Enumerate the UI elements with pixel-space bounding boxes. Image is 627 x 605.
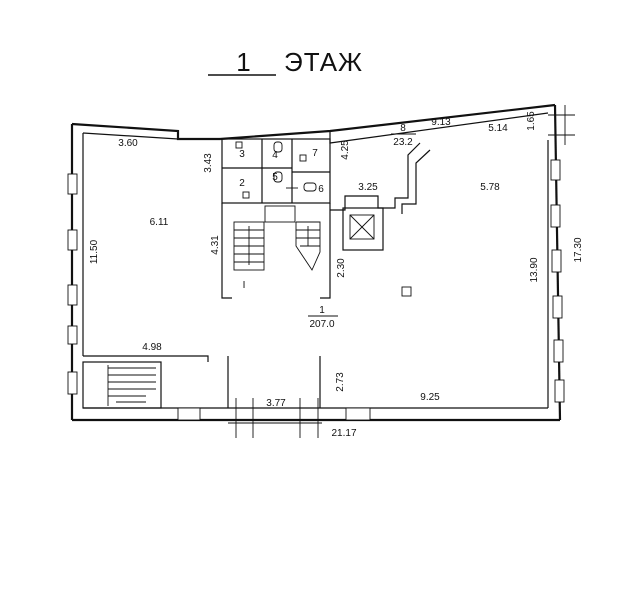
dim-bottom-left-width: 4.98 bbox=[142, 342, 162, 353]
dim-bottom-right-width: 9.25 bbox=[420, 392, 440, 403]
room-1-area: 207.0 bbox=[309, 319, 334, 330]
elevator-cross bbox=[349, 214, 375, 240]
room-1-number: 1 bbox=[319, 305, 325, 316]
window bbox=[177, 407, 201, 421]
room-2-label: 2 bbox=[239, 178, 245, 189]
stair-flight-right bbox=[295, 221, 321, 271]
dim-right-stub: 1.65 bbox=[526, 111, 537, 131]
stair-wall bbox=[221, 203, 232, 299]
dim-lobby-width: 3.25 bbox=[358, 182, 378, 193]
dim-left-outer: 11.50 bbox=[89, 239, 100, 264]
elevator-area bbox=[330, 142, 431, 297]
toilet-icon bbox=[273, 141, 283, 153]
dim-wc-height: 3.43 bbox=[203, 153, 214, 173]
toilet-icon bbox=[303, 182, 317, 192]
dim-top-left-wall: 3.60 bbox=[118, 138, 138, 149]
stair-room-wall bbox=[83, 355, 209, 362]
room-8-area: 23.2 bbox=[393, 137, 413, 148]
dim-corridor-height: 4.25 bbox=[340, 140, 351, 160]
room-6-label: 6 bbox=[318, 184, 324, 195]
dim-entry-width: 3.77 bbox=[266, 398, 286, 409]
dim-stair-height: 4.31 bbox=[210, 235, 221, 255]
left-windows bbox=[67, 173, 78, 395]
column bbox=[401, 286, 412, 297]
bottom-openings bbox=[177, 398, 371, 438]
window bbox=[551, 249, 562, 273]
window bbox=[67, 284, 78, 306]
stair-room bbox=[82, 361, 162, 409]
outer-walls bbox=[70, 103, 562, 422]
window bbox=[345, 407, 371, 421]
window bbox=[67, 371, 78, 395]
dim-right-outer-height: 17.30 bbox=[573, 237, 584, 262]
stair-landing bbox=[264, 205, 296, 223]
floor-number: 1 bbox=[236, 47, 251, 77]
dim-right-inner-height: 13.90 bbox=[529, 257, 540, 282]
sink-icon bbox=[235, 141, 243, 149]
wc-block bbox=[221, 138, 331, 204]
window bbox=[550, 204, 561, 228]
wc-block-outline bbox=[221, 138, 331, 204]
top-left-wall bbox=[71, 122, 220, 141]
right-stub bbox=[548, 105, 575, 145]
window bbox=[67, 325, 78, 345]
room-3-label: 3 bbox=[239, 149, 245, 160]
top-left-inner bbox=[82, 132, 179, 140]
plan-title: 1 ЭТАЖ bbox=[208, 47, 363, 77]
room-7-label: 7 bbox=[312, 148, 318, 159]
lower-stairs bbox=[82, 355, 321, 409]
room-8-number: 8 bbox=[400, 123, 406, 134]
room-labels: 2 3 4 5 6 7 8 23.2 1 207.0 bbox=[239, 123, 416, 330]
sink-icon bbox=[299, 154, 307, 162]
elevator-car bbox=[349, 214, 375, 240]
elevator-shaft bbox=[342, 207, 384, 251]
dim-top-right-inner: 5.14 bbox=[488, 123, 508, 134]
room-5-label: 5 bbox=[272, 172, 278, 183]
dim-top-right-wall: 9.13 bbox=[431, 117, 451, 128]
floor-word: ЭТАЖ bbox=[284, 47, 363, 77]
sink-icon bbox=[242, 191, 250, 199]
stair-mark: I bbox=[243, 280, 246, 291]
toilet-icon bbox=[273, 171, 283, 183]
dim-corridor-lower: 2.30 bbox=[336, 258, 347, 278]
right-windows bbox=[550, 159, 565, 403]
stair-wall bbox=[320, 203, 331, 299]
corridor-wall bbox=[330, 142, 421, 211]
window bbox=[554, 379, 565, 403]
room-4-label: 4 bbox=[272, 150, 278, 161]
window bbox=[553, 339, 564, 363]
dim-right-room-width: 5.78 bbox=[480, 182, 500, 193]
window bbox=[67, 229, 78, 251]
dim-entry-height: 2.73 bbox=[335, 372, 346, 392]
corridor-wall-inner bbox=[401, 149, 431, 214]
dim-overall-width: 21.17 bbox=[331, 428, 356, 439]
dimension-labels: 3.60 9.13 5.14 1.65 11.50 6.11 3.43 4.31… bbox=[89, 111, 584, 439]
dim-left-room-width: 6.11 bbox=[150, 217, 169, 228]
window bbox=[550, 159, 561, 181]
central-stairs: I bbox=[221, 203, 331, 299]
window bbox=[552, 295, 563, 319]
window bbox=[67, 173, 78, 195]
